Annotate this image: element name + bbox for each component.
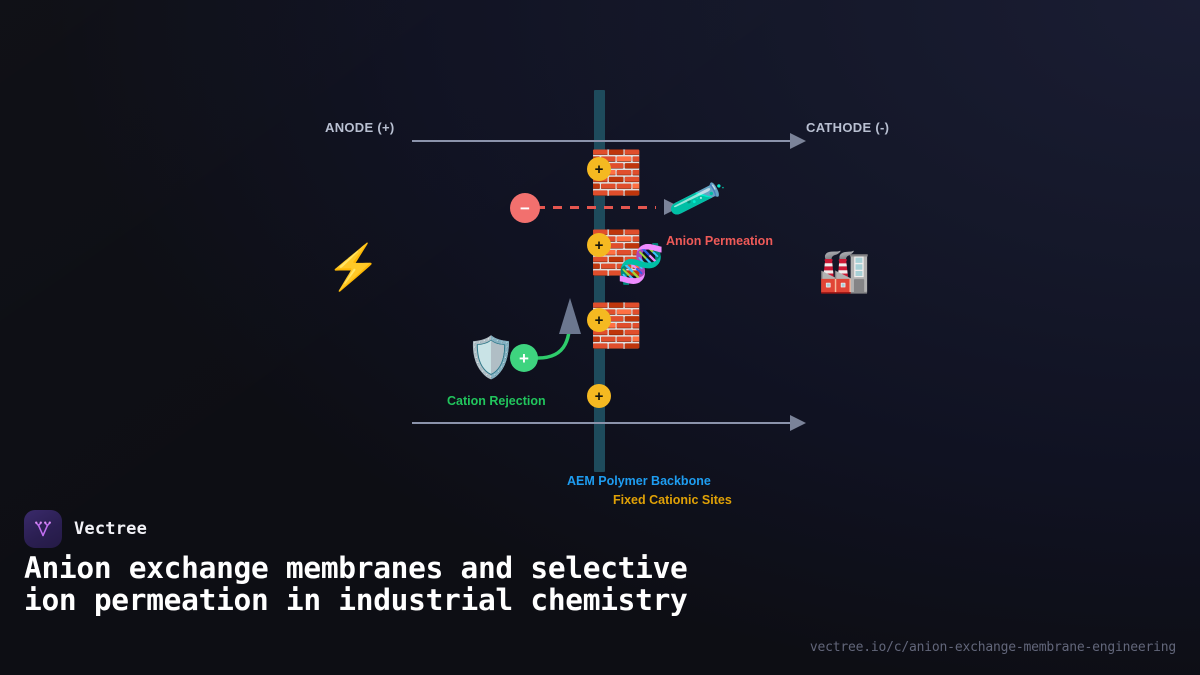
source-url: vectree.io/c/anion-exchange-membrane-eng… (809, 640, 1176, 655)
cathode-label: CATHODE (-) (806, 120, 890, 135)
brand-row: Vectree (24, 510, 147, 548)
fixed-cationic-site: + (587, 308, 611, 332)
anion-particle: − (510, 193, 540, 223)
factory-icon: 🏭 (818, 247, 871, 294)
fixed-cationic-site: + (587, 384, 611, 408)
vectree-logo-icon (24, 510, 62, 548)
field-arrow-head-top (790, 133, 806, 149)
cation-rejection-label: Cation Rejection (447, 394, 546, 408)
anion-permeation-arrowhead (664, 199, 680, 215)
brand-name: Vectree (74, 519, 148, 539)
field-arrow-line-top (412, 140, 792, 142)
fixed-cationic-sites-label: Fixed Cationic Sites (613, 493, 732, 507)
anion-permeation-label: Anion Permeation (666, 234, 773, 248)
field-arrow-line-bottom (412, 422, 792, 424)
shield-icon: 🛡️ (466, 336, 516, 380)
dna-icon: 🧬 (617, 244, 665, 286)
diagram-canvas: ANODE (+) CATHODE (-) ⚡ 🏭 🧱 + 🧱 + 🧱 + + … (325, 90, 890, 507)
anion-permeation-path (536, 206, 656, 209)
test-tube-icon: 🧪 (666, 171, 728, 229)
fixed-cationic-site: + (587, 233, 611, 257)
field-arrow-head-bottom (790, 415, 806, 431)
aem-membrane-bar (594, 90, 605, 472)
fixed-cationic-site: + (587, 157, 611, 181)
high-voltage-icon: ⚡ (326, 243, 381, 292)
aem-backbone-label: AEM Polymer Backbone (567, 474, 711, 488)
footer-block: Vectree Anion exchange membranes and sel… (0, 510, 1200, 675)
rejected-cation-particle: + (510, 344, 538, 372)
page-title: Anion exchange membranes and selective i… (24, 551, 688, 618)
anode-label: ANODE (+) (325, 120, 395, 135)
cation-rejection-arrowhead (559, 298, 581, 334)
